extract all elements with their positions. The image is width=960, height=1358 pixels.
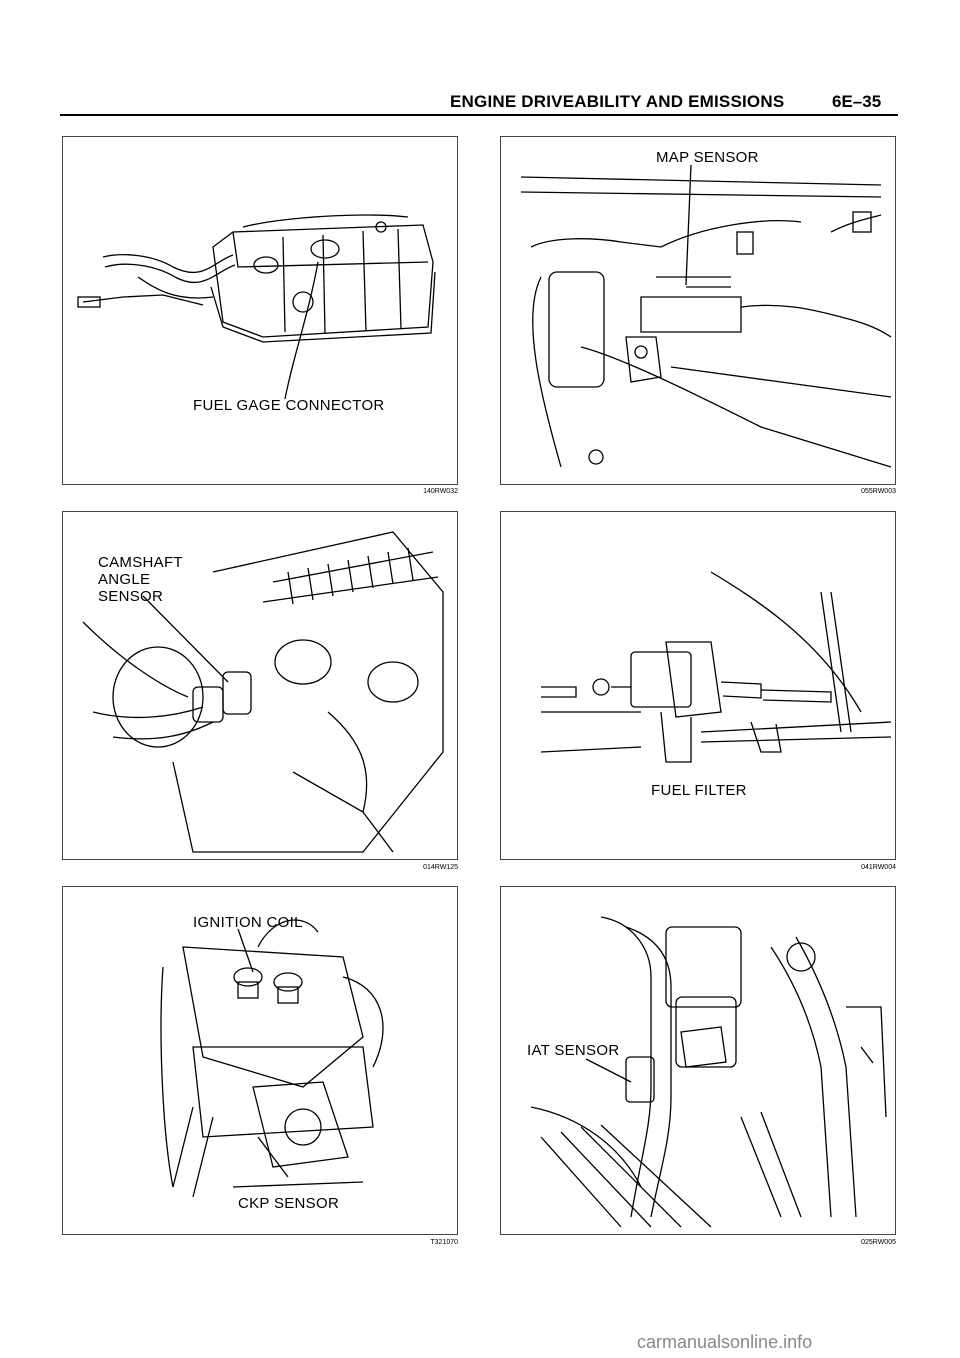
iat-sensor-illustration: [530, 916, 887, 1228]
page-number: 6E–35: [832, 92, 882, 111]
page-section-title: ENGINE DRIVEABILITY AND EMISSIONS: [450, 92, 785, 111]
figure-code: T321070: [430, 1239, 458, 1246]
figure-fuel-tank: FUEL GAGE CONNECTOR: [62, 136, 458, 485]
fuel-filter-illustration: [540, 571, 892, 763]
figure-code: 041RW004: [861, 864, 896, 871]
camshaft-sensor-illustration: [82, 531, 444, 853]
figure-caption: CAMSHAFT ANGLE SENSOR: [98, 554, 183, 605]
map-sensor-illustration: [520, 164, 892, 468]
ignition-coil-illustration: [160, 919, 384, 1198]
figure-caption: FUEL FILTER: [651, 782, 747, 799]
figure-caption: FUEL GAGE CONNECTOR: [193, 397, 385, 414]
figure-camshaft-sensor: CAMSHAFT ANGLE SENSOR: [62, 511, 458, 860]
header-rule: [60, 114, 898, 116]
figure-caption: IGNITION COIL: [193, 914, 303, 931]
figure-fuel-filter: FUEL FILTER: [500, 511, 896, 860]
figure-caption-secondary: CKP SENSOR: [238, 1195, 340, 1212]
figure-caption: IAT SENSOR: [527, 1042, 620, 1059]
figure-code: 025RW005: [861, 1239, 896, 1246]
figure-code: 140RW032: [423, 488, 458, 495]
fuel-tank-illustration: [77, 214, 436, 400]
figure-map-sensor: MAP SENSOR: [500, 136, 896, 485]
figure-code: 055RW003: [861, 488, 896, 495]
figure-iat-sensor: IAT SENSOR: [500, 886, 896, 1235]
footer-watermark: carmanualsonline.info: [637, 1332, 813, 1352]
figure-code: 014RW125: [423, 864, 458, 871]
figure-ignition-coil: IGNITION COIL CKP SENSOR: [62, 886, 458, 1235]
figure-caption: MAP SENSOR: [656, 149, 759, 166]
